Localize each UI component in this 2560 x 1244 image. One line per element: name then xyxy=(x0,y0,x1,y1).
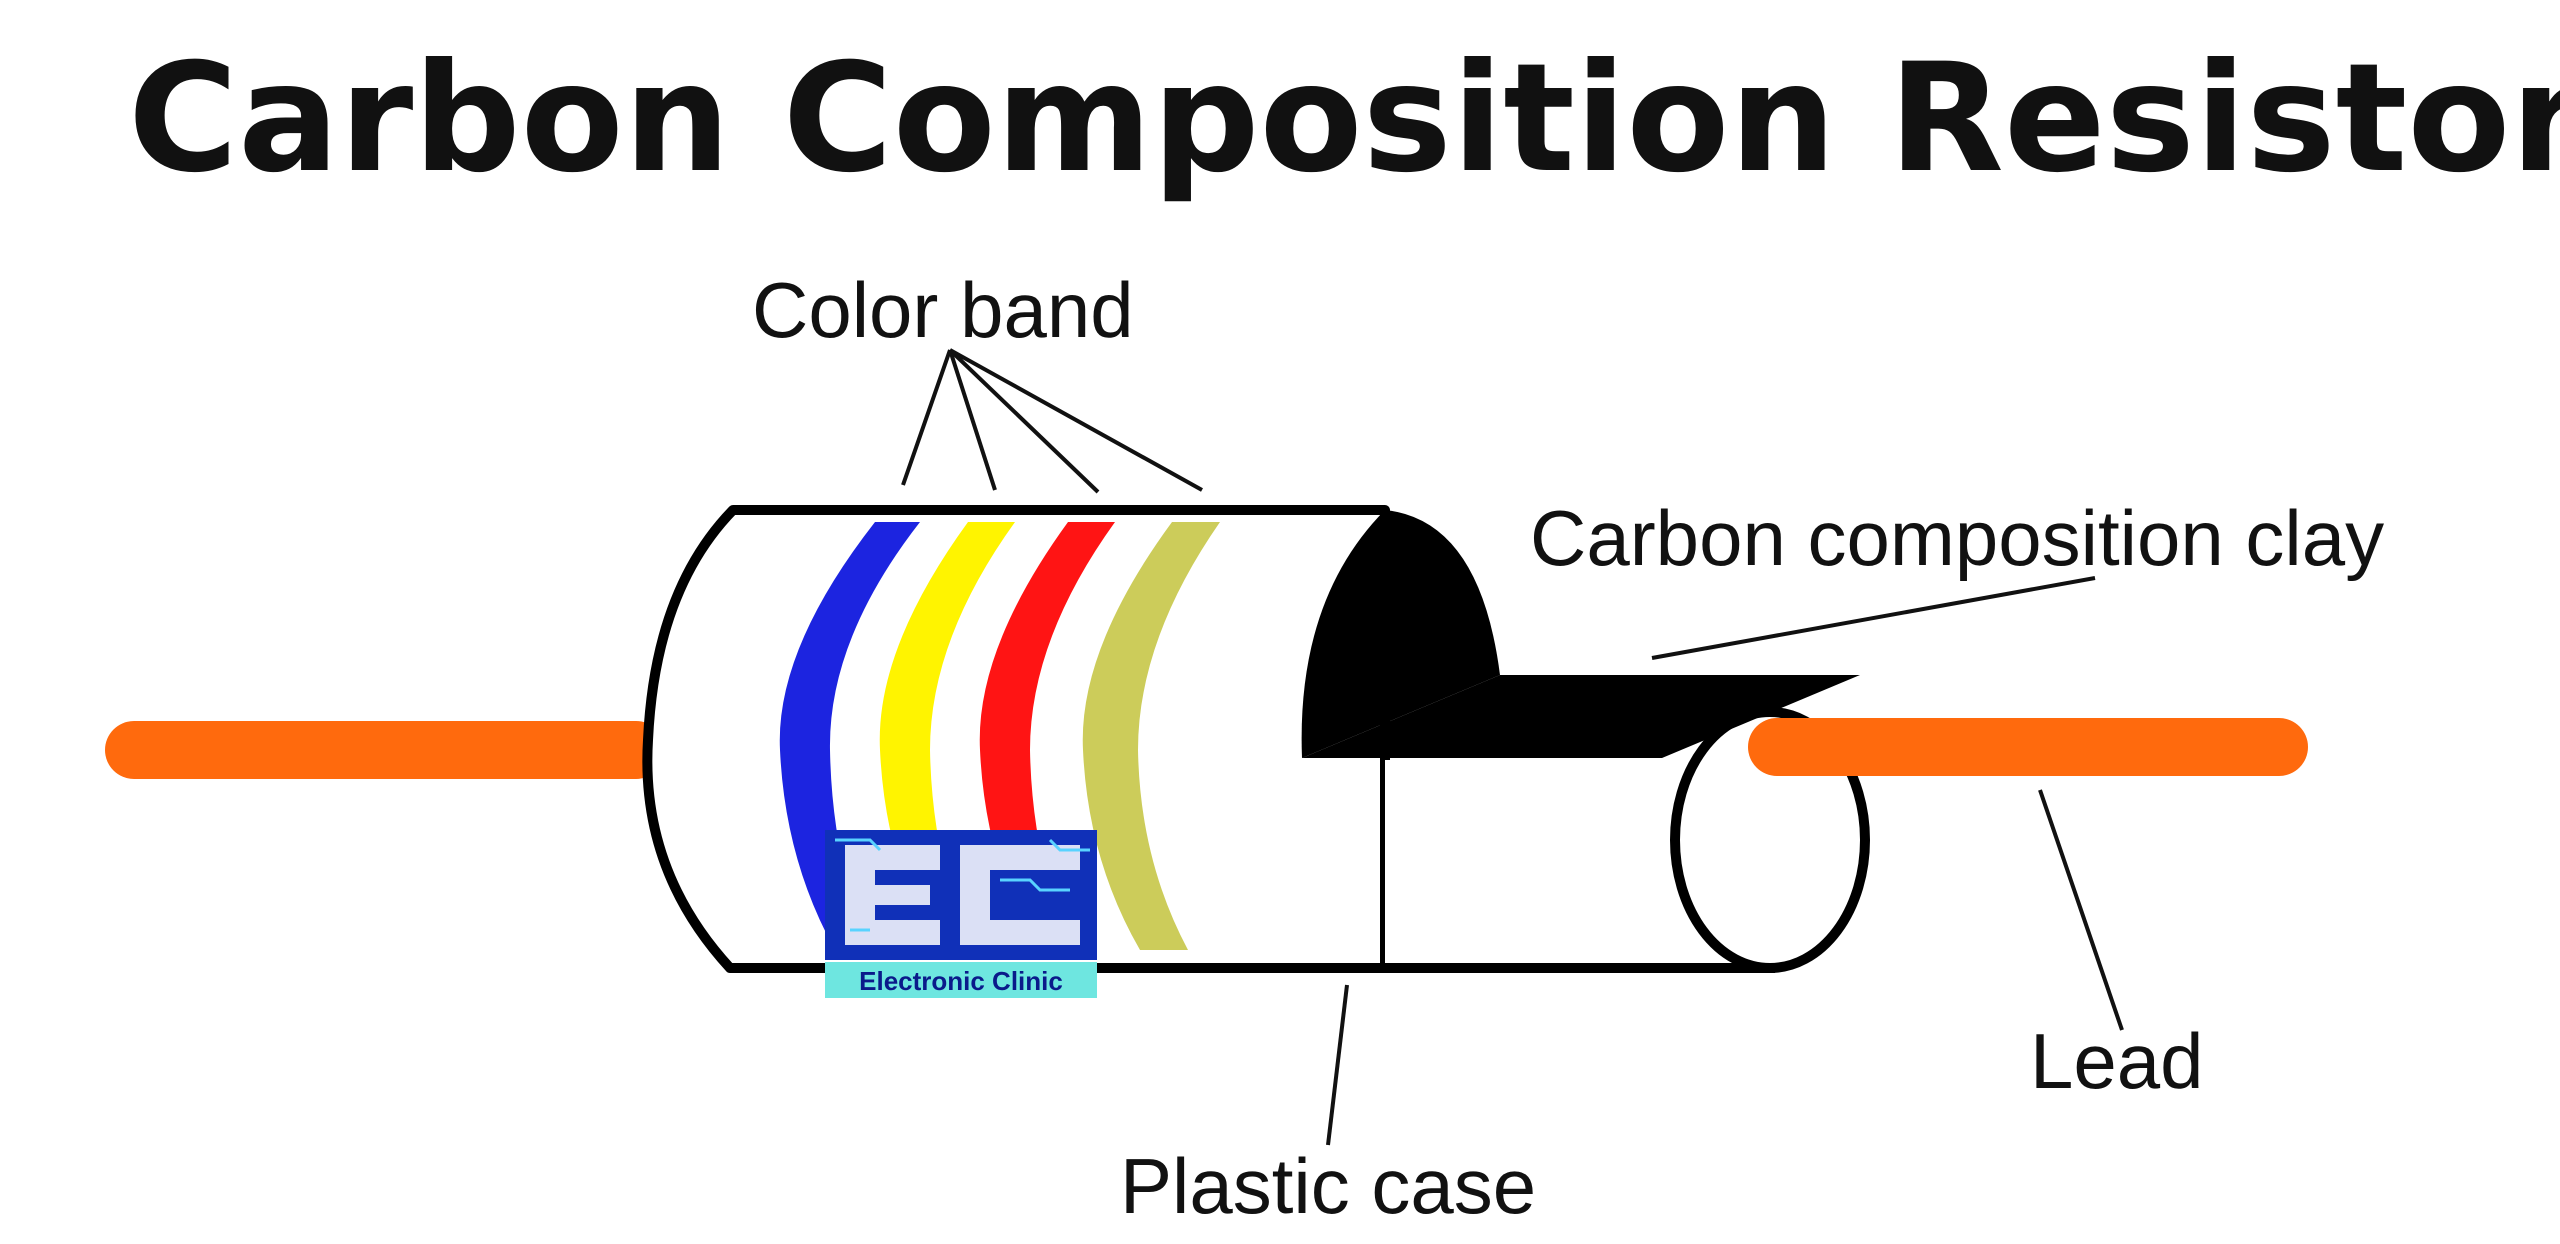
color-band-leader-4 xyxy=(949,348,1203,492)
logo-circuit-lines xyxy=(835,838,1090,932)
plastic-case-leader xyxy=(1326,984,1349,1146)
logo-text: Electronic Clinic xyxy=(859,966,1063,996)
electronic-clinic-logo: Electronic Clinic xyxy=(825,830,1097,998)
color-band-1 xyxy=(779,522,920,950)
diagram-title: Carbon Composition Resistor xyxy=(128,32,2560,206)
logo-letters xyxy=(845,845,1080,945)
lead-leader xyxy=(2038,789,2124,1031)
carbon-clay-upper xyxy=(1301,510,1500,758)
carbon-clay-leader xyxy=(1651,576,2096,660)
label-color-band: Color band xyxy=(752,266,1134,354)
carbon-clay-lower xyxy=(1302,675,1860,758)
color-band-leader-1 xyxy=(901,349,952,486)
color-band-4 xyxy=(1082,522,1220,950)
color-band-leader-3 xyxy=(948,348,1100,494)
color-band-leader-2 xyxy=(948,349,997,491)
label-lead: Lead xyxy=(2030,1017,2204,1105)
left-lead xyxy=(105,721,665,779)
label-carbon-clay: Carbon composition clay xyxy=(1530,494,2384,582)
right-lead xyxy=(1748,718,2308,776)
logo-text-background xyxy=(825,962,1097,998)
label-plastic-case: Plastic case xyxy=(1120,1142,1536,1230)
